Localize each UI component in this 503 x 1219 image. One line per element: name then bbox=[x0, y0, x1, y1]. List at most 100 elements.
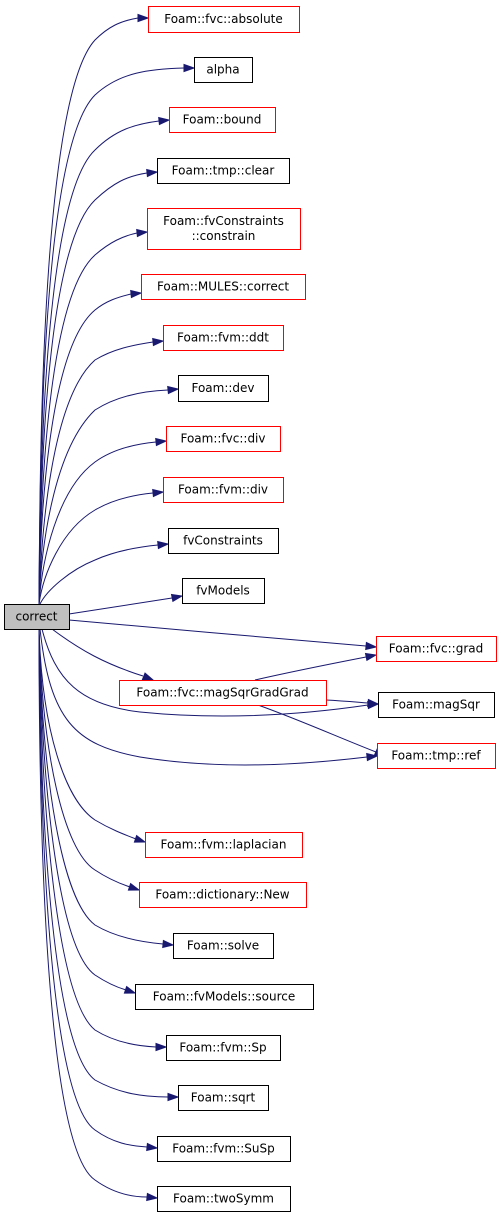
edge-correct-to-fvmodels bbox=[68, 593, 184, 615]
edge-line bbox=[39, 544, 159, 605]
edge-correct-to-mules-correct bbox=[38, 289, 143, 605]
edge-line bbox=[38, 628, 157, 1048]
node-fvc-grad[interactable]: Foam::fvc::grad bbox=[376, 636, 497, 662]
edge-line bbox=[38, 341, 154, 605]
node-bound[interactable]: Foam::bound bbox=[169, 107, 276, 133]
node-dev[interactable]: Foam::dev bbox=[178, 375, 269, 402]
node-label: Foam::bound bbox=[183, 113, 262, 127]
node-box bbox=[194, 57, 253, 83]
edge-correct-to-fvconstraints-constrain bbox=[38, 228, 149, 605]
edge-line bbox=[325, 699, 369, 704]
node-box bbox=[166, 426, 281, 452]
node-box bbox=[148, 6, 300, 33]
node-fvm-sp[interactable]: Foam::fvm::Sp bbox=[166, 1035, 281, 1061]
node-sqrt[interactable]: Foam::sqrt bbox=[178, 1085, 269, 1111]
arrowhead-icon bbox=[155, 437, 168, 447]
edge-line bbox=[38, 628, 131, 888]
node-box bbox=[141, 274, 306, 300]
edge-correct-to-fvm-sp bbox=[38, 628, 168, 1052]
edge-line bbox=[38, 232, 138, 605]
node-solve[interactable]: Foam::solve bbox=[173, 933, 274, 959]
edge-correct-to-alpha bbox=[38, 63, 196, 605]
node-box bbox=[157, 1136, 291, 1162]
arrowhead-icon bbox=[123, 985, 137, 994]
node-label: Foam::fvm::ddt bbox=[177, 331, 269, 345]
edge-line bbox=[254, 656, 367, 681]
edge-line bbox=[38, 628, 169, 1098]
node-fvconstraints[interactable]: fvConstraints bbox=[168, 528, 279, 554]
node-box bbox=[377, 743, 496, 769]
edge-line bbox=[68, 597, 173, 615]
edge-correct-to-fvm-susp bbox=[38, 628, 159, 1152]
node-label: Foam::tmp::ref bbox=[391, 749, 481, 763]
node-tmp-clear[interactable]: Foam::tmp::clear bbox=[157, 158, 290, 184]
edge-line bbox=[38, 120, 160, 605]
arrowhead-icon bbox=[152, 488, 165, 498]
node-fvc-magsqrgradgrad[interactable]: Foam::fvc::magSqrGradGrad bbox=[119, 680, 327, 706]
arrowhead-icon bbox=[146, 168, 159, 178]
node-label: Foam::twoSymm bbox=[173, 1192, 274, 1206]
edge-correct-to-fvmodels-source bbox=[38, 628, 137, 994]
edge-correct-to-twosymm bbox=[38, 628, 159, 1202]
arrowhead-icon bbox=[137, 13, 150, 23]
node-fvc-div[interactable]: Foam::fvc::div bbox=[166, 426, 281, 452]
node-fvconstraints-constrain[interactable]: Foam::fvConstraints::constrain bbox=[147, 208, 301, 250]
call-nodes: correct Foam::fvc::absolutealphaFoam::bou… bbox=[4, 6, 497, 1212]
node-twosymm[interactable]: Foam::twoSymm bbox=[157, 1186, 291, 1212]
edge-correct-to-fvc-div bbox=[38, 437, 168, 605]
node-fvm-susp[interactable]: Foam::fvm::SuSp bbox=[157, 1136, 291, 1162]
edge-line bbox=[51, 628, 144, 677]
node-fvmodels-source[interactable]: Foam::fvModels::source bbox=[135, 984, 314, 1010]
edge-correct-to-tmp-ref bbox=[39, 628, 379, 766]
edge-correct-to-fvc-magsqrgradgrad bbox=[51, 628, 155, 681]
node-label: Foam::fvModels::source bbox=[153, 990, 296, 1004]
node-alpha[interactable]: alpha bbox=[194, 57, 253, 83]
node-box bbox=[378, 692, 495, 718]
node-fvc-absolute[interactable]: Foam::fvc::absolute bbox=[148, 6, 300, 33]
node-box bbox=[182, 578, 265, 604]
edge-correct-to-dev bbox=[38, 385, 180, 605]
node-label: Foam::solve bbox=[187, 939, 259, 953]
node-label: Foam::MULES::correct bbox=[157, 280, 289, 294]
node-label: Foam::sqrt bbox=[191, 1091, 256, 1105]
edge-fvc-magsqrgradgrad-to-tmp-ref bbox=[257, 704, 387, 757]
node-label: correct bbox=[15, 610, 57, 624]
arrowhead-icon bbox=[167, 385, 180, 395]
edge-correct-to-fvc-grad bbox=[68, 619, 378, 651]
edge-correct-to-fvconstraints bbox=[39, 540, 170, 605]
node-box bbox=[178, 375, 269, 402]
edge-correct-to-tmp-clear bbox=[38, 168, 159, 605]
edge-correct-to-fvc-absolute bbox=[38, 13, 150, 605]
node-label: fvModels bbox=[196, 584, 250, 598]
node-dictionary-new[interactable]: Foam::dictionary::New bbox=[139, 882, 307, 908]
node-label: Foam::dev bbox=[191, 381, 254, 395]
arrowhead-icon bbox=[152, 337, 165, 347]
node-magsqr[interactable]: Foam::magSqr bbox=[378, 692, 495, 718]
arrowhead-icon bbox=[167, 1092, 180, 1102]
arrowhead-icon bbox=[130, 289, 143, 299]
edge-line bbox=[68, 619, 367, 647]
arrowhead-icon bbox=[158, 116, 171, 126]
node-label: fvConstraints bbox=[183, 534, 263, 548]
node-fvm-laplacian[interactable]: Foam::fvm::laplacian bbox=[145, 832, 303, 858]
edge-line bbox=[38, 17, 139, 605]
arrowhead-icon bbox=[364, 652, 378, 662]
arrowhead-icon bbox=[136, 228, 149, 238]
edge-line bbox=[38, 628, 164, 945]
arrowhead-icon bbox=[141, 672, 155, 681]
node-label: Foam::fvm::Sp bbox=[179, 1041, 266, 1055]
node-fvm-div[interactable]: Foam::fvm::div bbox=[163, 477, 284, 503]
node-mules-correct[interactable]: Foam::MULES::correct bbox=[141, 274, 306, 300]
node-tmp-ref[interactable]: Foam::tmp::ref bbox=[377, 743, 496, 769]
node-box bbox=[157, 158, 290, 184]
arrowhead-icon bbox=[365, 641, 378, 651]
arrowhead-icon bbox=[170, 593, 184, 603]
node-fvmodels[interactable]: fvModels bbox=[182, 578, 265, 604]
node-fvm-ddt[interactable]: Foam::fvm::ddt bbox=[163, 325, 284, 351]
edge-line bbox=[38, 492, 154, 605]
arrowhead-icon bbox=[155, 1042, 168, 1052]
arrowhead-icon bbox=[146, 1142, 159, 1152]
node-label: Foam::dictionary::New bbox=[155, 888, 289, 902]
edge-line bbox=[38, 293, 132, 605]
